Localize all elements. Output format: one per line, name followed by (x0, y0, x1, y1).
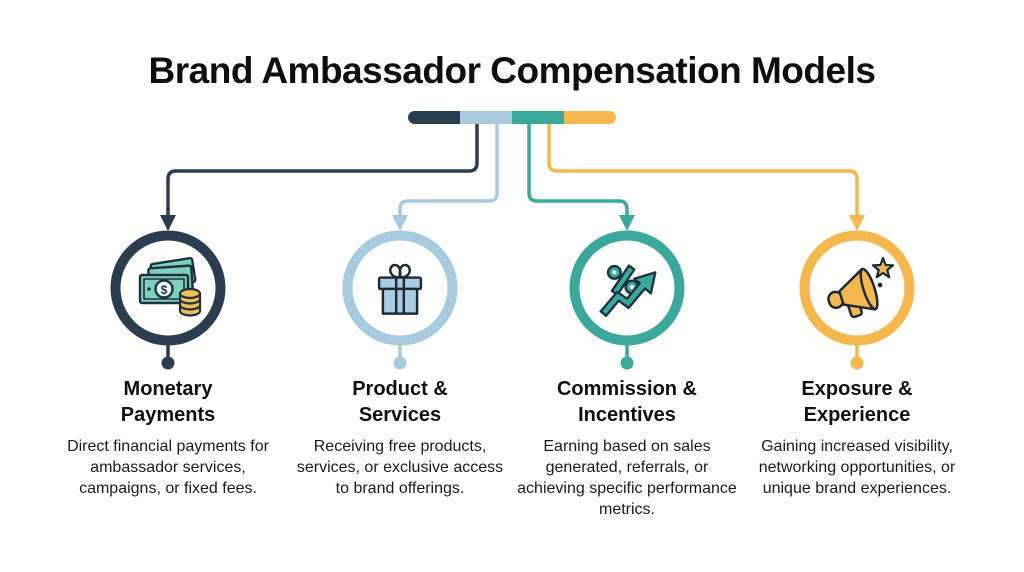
arrowhead-monetary (160, 215, 176, 231)
percent-growth-icon (599, 264, 657, 317)
branch-column-exposure: Exposure & Experience Gaining increased … (747, 376, 967, 499)
megaphone-icon (827, 256, 895, 319)
branch-column-product: Product & Services Receiving free produc… (290, 376, 510, 499)
svg-text:$: $ (161, 283, 168, 297)
connector-line-commission (527, 124, 629, 217)
gift-icon (377, 263, 423, 315)
branch-title: Commission & Incentives (517, 376, 737, 428)
branch-column-monetary: Monetary Payments Direct financial payme… (58, 376, 278, 499)
legend-segment-yellow (564, 111, 616, 124)
connector-line-exposure (547, 124, 859, 217)
circle-dot (850, 356, 864, 370)
arrowhead-product (392, 215, 408, 231)
arrowhead-exposure (849, 215, 865, 231)
circle-dot (393, 356, 407, 370)
star-icon (871, 256, 895, 279)
circle-dot (161, 356, 175, 370)
branch-title: Exposure & Experience (747, 376, 967, 428)
legend-segment-teal (512, 111, 564, 124)
branch-title-line: Commission & (556, 378, 698, 400)
branch-title-line: Incentives (578, 404, 676, 426)
legend-segment-light-blue (460, 111, 512, 124)
money-icon: $ (138, 256, 202, 317)
connector-line-product (398, 124, 499, 217)
branch-description: Gaining increased visibility, networking… (758, 438, 956, 497)
branch-title-line: Monetary (123, 378, 213, 400)
branch-title-line: Payments (120, 404, 216, 426)
connector-line-monetary (166, 124, 479, 217)
legend-bar (408, 111, 616, 124)
circle-dot (620, 356, 634, 370)
branch-title-line: Services (358, 404, 442, 426)
branch-description: Earning based on sales generated, referr… (517, 438, 737, 518)
branch-title-line: Experience (803, 404, 911, 426)
branch-title-line: Exposure & (801, 378, 913, 400)
diagram-title: Brand Ambassador Compensation Models (148, 50, 876, 91)
arrowhead-commission (619, 215, 635, 231)
branch-title-line: Product & (352, 378, 448, 400)
branch-description: Direct financial payments for ambassador… (67, 438, 269, 497)
branch-column-commission: Commission & Incentives Earning based on… (517, 376, 737, 520)
branch-description: Receiving free products, services, or ex… (296, 438, 504, 497)
legend-segment-navy (408, 111, 460, 124)
branch-title: Monetary Payments (58, 376, 278, 428)
branch-title: Product & Services (290, 376, 510, 428)
